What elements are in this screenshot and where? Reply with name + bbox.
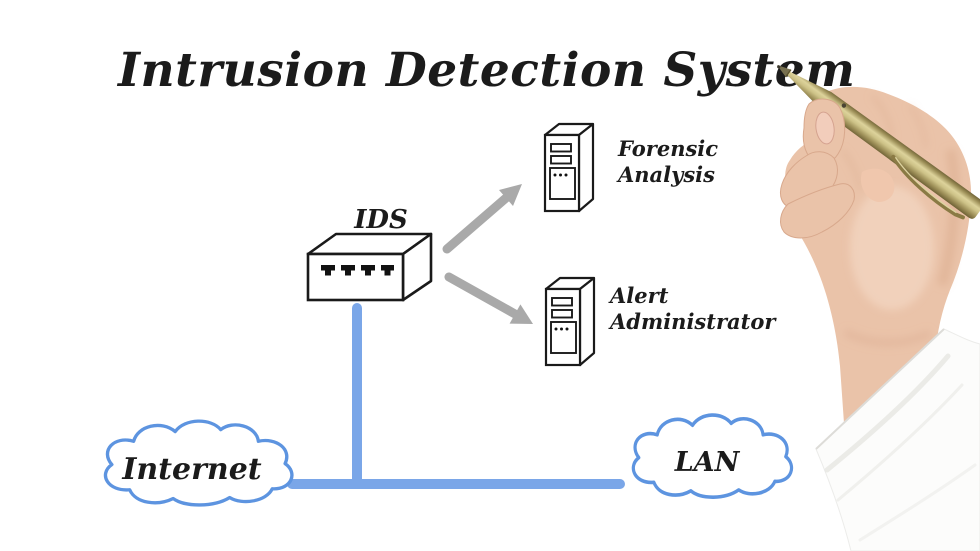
- cloud-shape: [103, 419, 294, 507]
- forensic-label-line2: Analysis: [616, 162, 715, 187]
- forensic-label-line1: Forensic: [617, 136, 718, 161]
- internet-label: Internet: [121, 452, 261, 487]
- alert-label-line1: Alert: [608, 283, 669, 308]
- cloud-shape: [631, 413, 794, 499]
- alert-server-icon: [544, 276, 596, 367]
- forensic-server-icon: [543, 122, 595, 213]
- lan-label: LAN: [674, 447, 741, 478]
- shirt-sleeve: [815, 328, 980, 551]
- fingertip: [860, 168, 895, 202]
- arrow-to-alert: [444, 272, 533, 324]
- internet-cloud: [103, 419, 294, 507]
- alert-label-line2: Administrator: [608, 309, 777, 334]
- hand-with-pen: [777, 65, 980, 551]
- curled-finger-lower: [780, 183, 855, 239]
- ids-appliance-icon: [306, 232, 433, 302]
- ids-label: IDS: [353, 205, 408, 235]
- page-title: Intrusion Detection System: [116, 43, 855, 98]
- arrow-to-forensic: [442, 184, 522, 254]
- thumbnail: [815, 111, 835, 145]
- lan-cloud: [631, 413, 794, 499]
- ethernet-ports-icon: [321, 265, 394, 276]
